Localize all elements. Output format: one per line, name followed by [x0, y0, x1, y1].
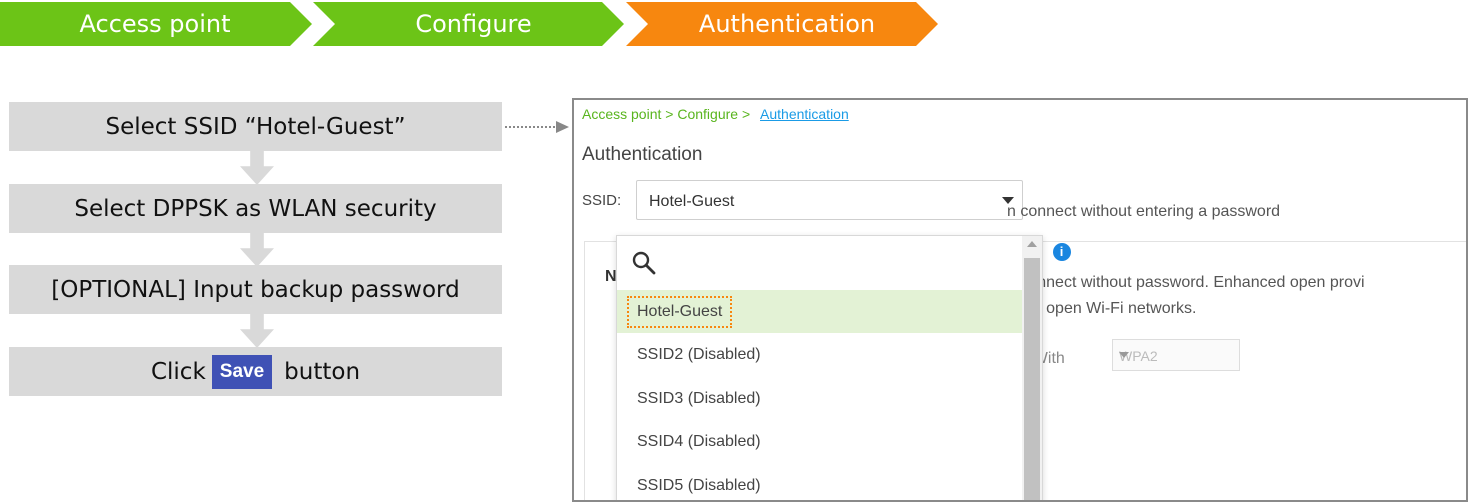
arrow-head-icon: [556, 121, 569, 133]
instruction-text: Click: [150, 358, 206, 385]
dropdown-search[interactable]: [617, 236, 1022, 290]
down-arrow-icon: [240, 314, 274, 348]
breadcrumb-separator: >: [741, 106, 751, 122]
authentication-screen: Access point > Configure > Authenticatio…: [572, 98, 1468, 502]
dropdown-option-ssid5[interactable]: SSID5 (Disabled): [637, 476, 761, 494]
ssid-select[interactable]: Hotel-Guest: [636, 180, 1023, 220]
caret-down-icon: [1119, 352, 1129, 358]
step-chevron-access-point: Access point: [0, 2, 312, 46]
dropdown-option-ssid3[interactable]: SSID3 (Disabled): [637, 389, 761, 407]
info-icon[interactable]: i: [1052, 243, 1071, 261]
search-icon: [632, 251, 656, 275]
instruction-step-2: Select DPPSK as WLAN security: [9, 184, 502, 233]
dropdown-scrollbar[interactable]: [1022, 236, 1042, 500]
down-arrow-icon: [240, 233, 274, 267]
step-chevron-configure: Configure: [313, 2, 624, 46]
ssid-label: SSID:: [582, 192, 622, 209]
scroll-thumb[interactable]: [1024, 258, 1040, 500]
card-heading: N: [605, 268, 617, 285]
step-label: Configure: [415, 10, 532, 38]
option-description: n connect without password. Enhanced ope…: [1007, 274, 1365, 291]
dropdown-option-hotel-guest[interactable]: Hotel-Guest: [617, 290, 1022, 333]
option-label: Hotel-Guest: [627, 295, 733, 328]
breadcrumb-separator: >: [665, 106, 674, 122]
option-description: on in open Wi-Fi networks.: [1007, 300, 1197, 317]
caret-down-icon: [1002, 197, 1014, 204]
scroll-up-icon[interactable]: [1027, 241, 1037, 247]
dropdown-option-ssid2[interactable]: SSID2 (Disabled): [637, 345, 761, 363]
down-arrow-icon: [240, 151, 274, 185]
dotted-connector: [505, 126, 559, 128]
wpa-select[interactable]: WPA2: [1112, 339, 1240, 371]
ssid-dropdown-list[interactable]: Hotel-Guest SSID2 (Disabled) SSID3 (Disa…: [616, 235, 1043, 500]
instruction-step-3: [OPTIONAL] Input backup password: [9, 265, 502, 314]
step-label: Access point: [79, 10, 231, 38]
breadcrumb: Access point > Configure > Authenticatio…: [582, 106, 849, 122]
breadcrumb-item-authentication[interactable]: Authentication: [760, 106, 849, 122]
ssid-select-value: Hotel-Guest: [649, 193, 735, 210]
instruction-step-1: Select SSID “Hotel-Guest”: [9, 102, 502, 151]
breadcrumb-item-configure[interactable]: Configure: [677, 106, 739, 122]
breadcrumb-item-access-point[interactable]: Access point: [582, 106, 662, 122]
option-description: n connect without entering a password: [1007, 203, 1281, 220]
instruction-step-4: Click Save button: [9, 347, 502, 396]
dropdown-option-ssid4[interactable]: SSID4 (Disabled): [637, 432, 761, 450]
save-button-illustration: Save: [211, 354, 273, 389]
page-title: Authentication: [582, 144, 703, 165]
step-label: Authentication: [698, 10, 876, 38]
instruction-text: button: [284, 358, 361, 385]
step-chevron-authentication: Authentication: [626, 2, 938, 46]
